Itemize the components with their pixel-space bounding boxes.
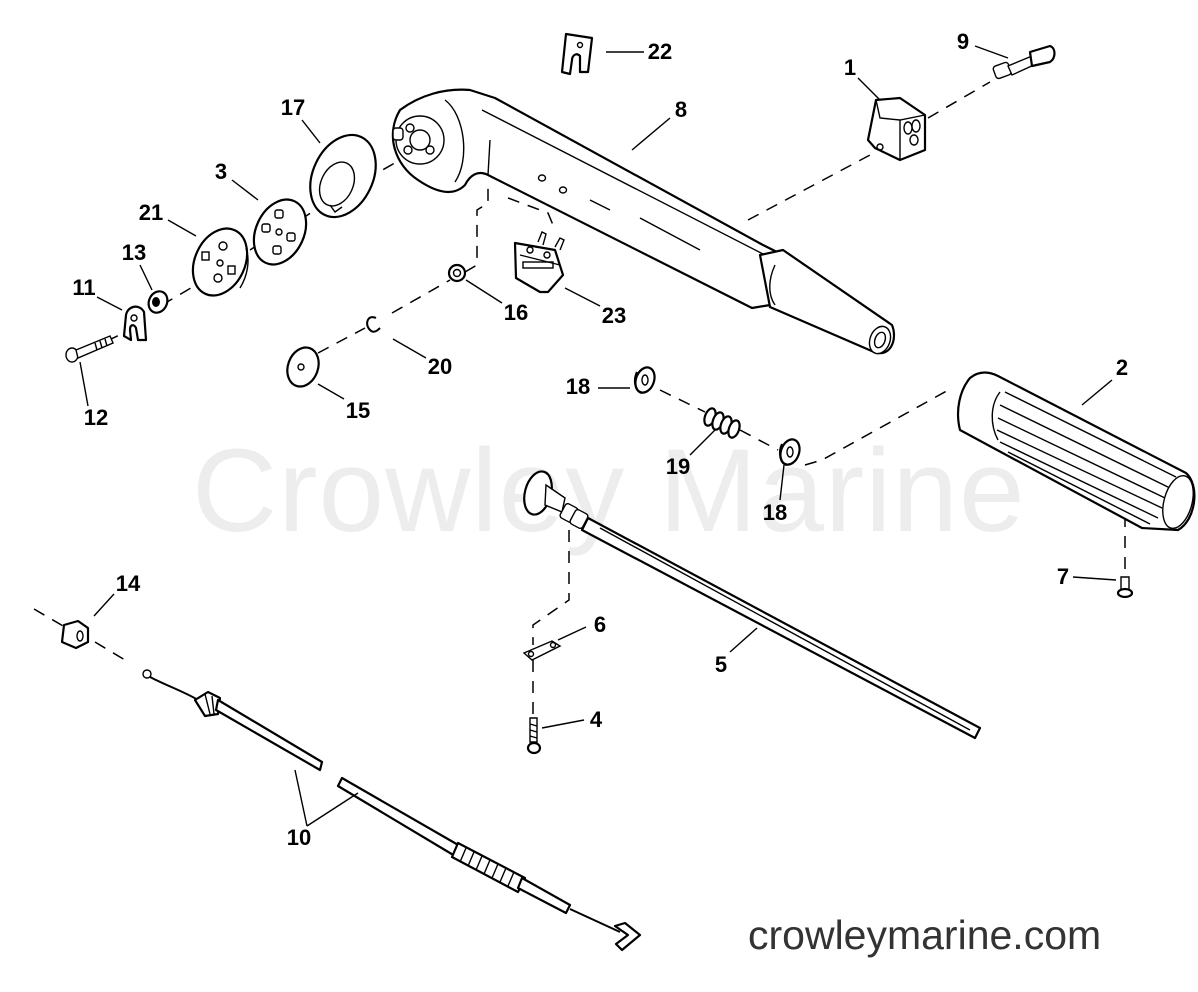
callout-2: 2 — [1115, 355, 1129, 380]
clip-part-22 — [560, 32, 594, 76]
washer-part-15 — [286, 346, 320, 388]
washer-part-13 — [147, 290, 169, 314]
nut-part-16 — [447, 263, 467, 283]
callout-4: 4 — [589, 707, 603, 732]
callout-22: 22 — [647, 39, 673, 64]
callout-13: 13 — [121, 240, 147, 265]
callout-14: 14 — [115, 571, 141, 596]
callout-21: 21 — [138, 200, 164, 225]
callout-11: 11 — [72, 275, 96, 300]
bolt-part-12 — [65, 335, 114, 363]
tiller-arm-part-8 — [391, 88, 896, 355]
footer-site-url: crowleymarine.com — [748, 912, 1102, 958]
callout-19: 19 — [665, 454, 691, 479]
throttle-shaft-part-5 — [523, 470, 982, 740]
screw-part-7 — [1116, 576, 1134, 599]
callout-10: 10 — [286, 825, 312, 850]
screw-part-4 — [526, 717, 542, 755]
e-ring-part-20 — [366, 316, 381, 333]
washer-part-18-lower — [778, 438, 801, 466]
callout-16: 16 — [503, 300, 529, 325]
callout-1: 1 — [843, 55, 857, 80]
callout-18-lower: 18 — [762, 500, 788, 525]
bolt-part-9 — [992, 44, 1056, 80]
callout-23: 23 — [601, 303, 627, 328]
friction-ring-part-17 — [309, 133, 377, 219]
twist-grip-part-2 — [956, 371, 1196, 532]
callout-6: 6 — [593, 612, 607, 637]
plate-part-21 — [191, 227, 249, 297]
cable-assembly-part-10 — [142, 669, 642, 952]
stop-switch-part-23 — [513, 231, 565, 294]
callout-8: 8 — [674, 97, 688, 122]
callout-9: 9 — [956, 29, 970, 54]
callout-17: 17 — [280, 95, 306, 120]
callout-15: 15 — [345, 398, 371, 423]
callout-3: 3 — [214, 159, 228, 184]
bracket-block-part-1 — [866, 96, 927, 162]
clip-part-11 — [122, 305, 148, 342]
leader-lines — [79, 45, 1117, 827]
callout-7: 7 — [1056, 564, 1070, 589]
callout-18-upper: 18 — [565, 374, 591, 399]
retainer-plate-part-6 — [522, 640, 562, 661]
nut-part-14 — [60, 619, 90, 650]
callout-12: 12 — [83, 405, 109, 430]
disc-part-3 — [252, 198, 308, 266]
spring-part-19 — [703, 407, 741, 439]
callout-5: 5 — [714, 652, 728, 677]
callout-20: 20 — [427, 354, 453, 379]
washer-part-18-upper — [633, 366, 656, 394]
